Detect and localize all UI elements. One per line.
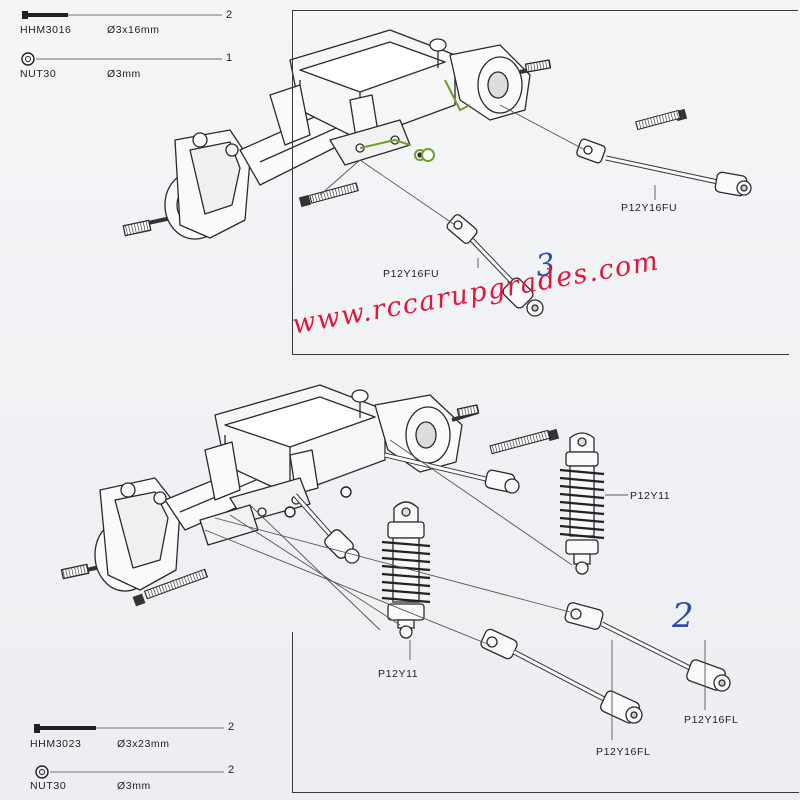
screw-hhm3023: [489, 428, 560, 455]
callout-shock-right: P12Y11: [630, 490, 671, 502]
part-qty: 2: [228, 721, 235, 733]
part-spec: Ø3mm: [117, 780, 151, 792]
mounting-highlight: [359, 79, 471, 149]
step-frame-top-edge: [292, 10, 798, 11]
screw-hhm3016: [635, 108, 688, 131]
bottom-axle-assembly: [60, 384, 480, 592]
part-code: HHM3023: [30, 738, 82, 750]
step-frame-top: [292, 10, 789, 355]
callout-lower-link-left: P12Y16FL: [596, 746, 651, 758]
nut-30: [284, 486, 352, 518]
nut-icon: [35, 765, 224, 779]
leader-lines: [319, 104, 656, 268]
screw-icon: [22, 11, 222, 19]
screw-icon: [34, 724, 224, 733]
callout-upper-link-center: P12Y16FU: [383, 268, 440, 280]
upper-link-right: [576, 138, 752, 197]
upper-link-center: [446, 214, 544, 317]
nut-icon: [21, 52, 222, 66]
callout-shock-left: P12Y11: [378, 668, 419, 680]
part-code: NUT30: [30, 780, 67, 792]
leader-lines: [204, 439, 706, 740]
handwritten-step-number: 2: [672, 596, 694, 636]
part-code: NUT30: [20, 68, 57, 80]
shock-absorber-right: [559, 432, 605, 575]
part-code: HHM3016: [20, 24, 72, 36]
part-spec: Ø3mm: [107, 68, 141, 80]
screw-hhm3023: [132, 568, 209, 607]
part-qty: 1: [226, 52, 233, 64]
upper-link-installed: [293, 452, 520, 564]
part-spec: Ø3x23mm: [117, 738, 170, 750]
lower-link-right: [564, 602, 731, 692]
step-frame-bottom: [292, 632, 799, 793]
part-qty: 2: [228, 764, 235, 776]
shock-absorber-left: [381, 501, 431, 639]
nut-30: [421, 148, 435, 162]
callout-upper-link-right: P12Y16FU: [621, 202, 678, 214]
part-qty: 2: [226, 9, 233, 21]
screw-hhm3016: [298, 182, 359, 208]
part-spec: Ø3x16mm: [107, 24, 160, 36]
top-axle-assembly: [122, 29, 552, 240]
lower-link-left: [480, 628, 643, 724]
callout-lower-link-right: P12Y16FL: [684, 714, 739, 726]
